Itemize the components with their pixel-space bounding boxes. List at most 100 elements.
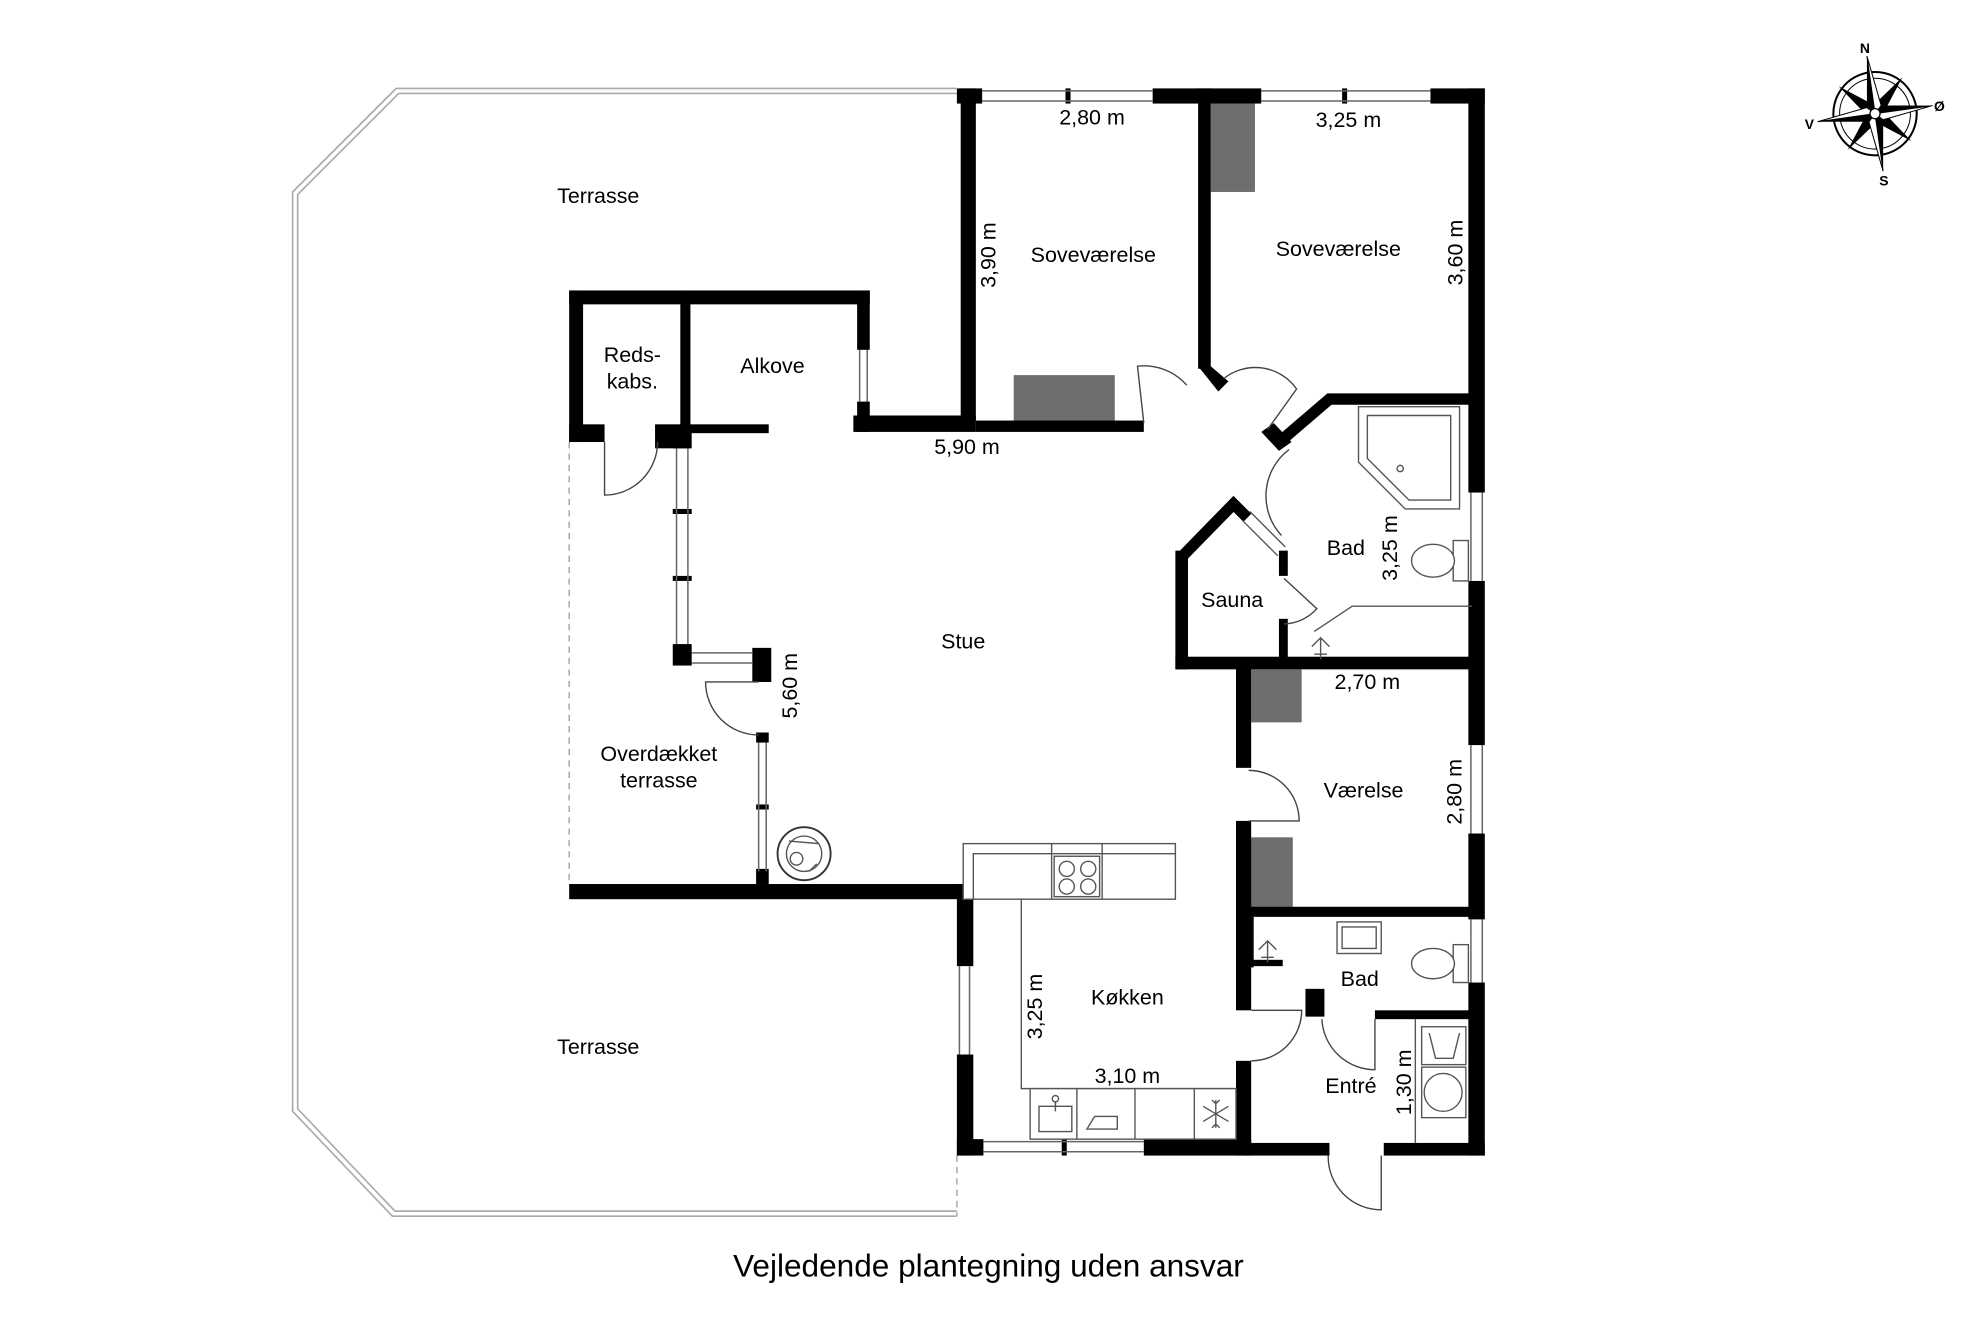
dimension-label: 3,90 m xyxy=(976,222,1000,288)
covered-terrace-label-line1: Overdækket xyxy=(600,742,717,766)
dimension-label: 5,60 m xyxy=(778,653,802,719)
wall xyxy=(680,290,691,432)
wall xyxy=(1236,659,1252,768)
dimension-label: 1,30 m xyxy=(1392,1050,1416,1116)
window xyxy=(983,1140,1144,1153)
wall xyxy=(1468,833,1485,920)
dimension-label: 2,80 m xyxy=(1059,105,1125,129)
wall xyxy=(569,884,974,900)
door-entrance xyxy=(1327,1155,1382,1211)
door-covered-terrace xyxy=(704,681,759,736)
terrace-outline xyxy=(291,87,958,1217)
sauna-label: Sauna xyxy=(1201,588,1263,612)
dimension-label: 2,80 m xyxy=(1442,759,1466,825)
storage-label-line2: kabs. xyxy=(607,369,658,393)
window xyxy=(1261,90,1431,102)
dimension-label: 5,90 m xyxy=(934,435,1000,459)
dimension-label: 3,25 m xyxy=(1316,108,1382,132)
wall xyxy=(1278,550,1288,576)
window-mullion xyxy=(672,508,692,515)
kitchen-counter-bottom xyxy=(1029,1087,1237,1140)
wall xyxy=(1468,982,1485,1156)
terrace-top-label: Terrasse xyxy=(557,184,639,208)
compass-south-label: S xyxy=(1879,173,1888,189)
wall xyxy=(1198,366,1229,392)
window xyxy=(1470,919,1484,983)
shower-icon xyxy=(1311,605,1473,660)
window-mullion xyxy=(672,575,692,581)
dimension-label: 3,25 m xyxy=(1378,515,1402,581)
wall xyxy=(756,732,769,743)
door-bath-south xyxy=(1321,1019,1376,1071)
window-mullion xyxy=(756,804,769,810)
wall xyxy=(956,1139,984,1156)
toilet-icon xyxy=(1410,539,1470,582)
wall xyxy=(1143,1139,1252,1156)
wall xyxy=(956,1054,974,1156)
wall xyxy=(672,644,692,666)
dimension-label: 2,70 m xyxy=(1335,670,1401,694)
wall xyxy=(1244,1142,1330,1156)
terrace-bottom-label: Terrasse xyxy=(557,1035,639,1059)
wall xyxy=(1177,495,1252,561)
bathtub-icon xyxy=(1357,405,1461,510)
compass-east-label: Ø xyxy=(1934,98,1945,114)
window-mullion xyxy=(1061,1139,1067,1156)
sink-icon xyxy=(1336,921,1382,955)
window xyxy=(982,90,1153,102)
door-room xyxy=(1248,769,1300,822)
wall xyxy=(1175,656,1473,670)
terrace-outline-inner xyxy=(296,92,957,1212)
shower-icon xyxy=(1258,939,1277,963)
bath-north-label: Bad xyxy=(1327,536,1365,560)
door-bedroom-west xyxy=(1136,365,1188,424)
wall xyxy=(975,420,1144,432)
closet-room-upper xyxy=(1251,669,1302,723)
wall xyxy=(1272,393,1476,449)
wall xyxy=(857,290,870,350)
partition-line xyxy=(1241,510,1286,557)
bath-south-label: Bad xyxy=(1341,967,1379,991)
wall xyxy=(1305,988,1325,1017)
plan-caption: Vejledende plantegning uden ansvar xyxy=(733,1247,1244,1283)
dimension-label: 3,25 m xyxy=(1023,974,1047,1040)
window xyxy=(757,742,767,872)
wall xyxy=(1374,1010,1473,1020)
dryer-icon xyxy=(1420,1066,1467,1119)
bedroom-east-label: Soveværelse xyxy=(1276,237,1401,261)
wall xyxy=(1244,906,1473,917)
kitchen-label: Køkken xyxy=(1091,986,1164,1010)
windows xyxy=(675,90,1484,1153)
wall xyxy=(853,415,976,432)
door-kitchen xyxy=(1251,1009,1303,1062)
living-room-label: Stue xyxy=(941,630,985,654)
dimension-label: 3,10 m xyxy=(1095,1064,1161,1088)
window xyxy=(858,349,868,402)
wall xyxy=(1468,88,1485,493)
compass-star-icon xyxy=(1817,55,1933,172)
wall xyxy=(1383,1142,1485,1156)
closet-bedroom-east xyxy=(1210,103,1255,192)
closets xyxy=(1013,103,1302,910)
wall xyxy=(569,290,870,305)
door-bedroom-east xyxy=(1222,366,1298,430)
doors xyxy=(603,365,1382,1211)
wall xyxy=(569,290,584,443)
window-mullion xyxy=(1065,88,1071,104)
compass-rose: N S V Ø xyxy=(1805,40,1945,189)
room-label: Værelse xyxy=(1324,779,1404,803)
window xyxy=(675,448,689,645)
wall xyxy=(569,424,605,443)
dimension-label: 3,60 m xyxy=(1444,220,1468,286)
compass-north-label: N xyxy=(1860,40,1870,56)
stove-icon xyxy=(1053,855,1101,898)
wall xyxy=(1468,580,1485,746)
walls xyxy=(569,88,1485,1156)
toilet-icon xyxy=(1410,943,1470,984)
wall xyxy=(672,429,692,449)
wall xyxy=(1198,88,1211,369)
wall xyxy=(752,647,772,682)
kitchen-sink-icon xyxy=(1038,1094,1073,1133)
door-sauna xyxy=(1283,577,1318,625)
window xyxy=(691,652,753,664)
